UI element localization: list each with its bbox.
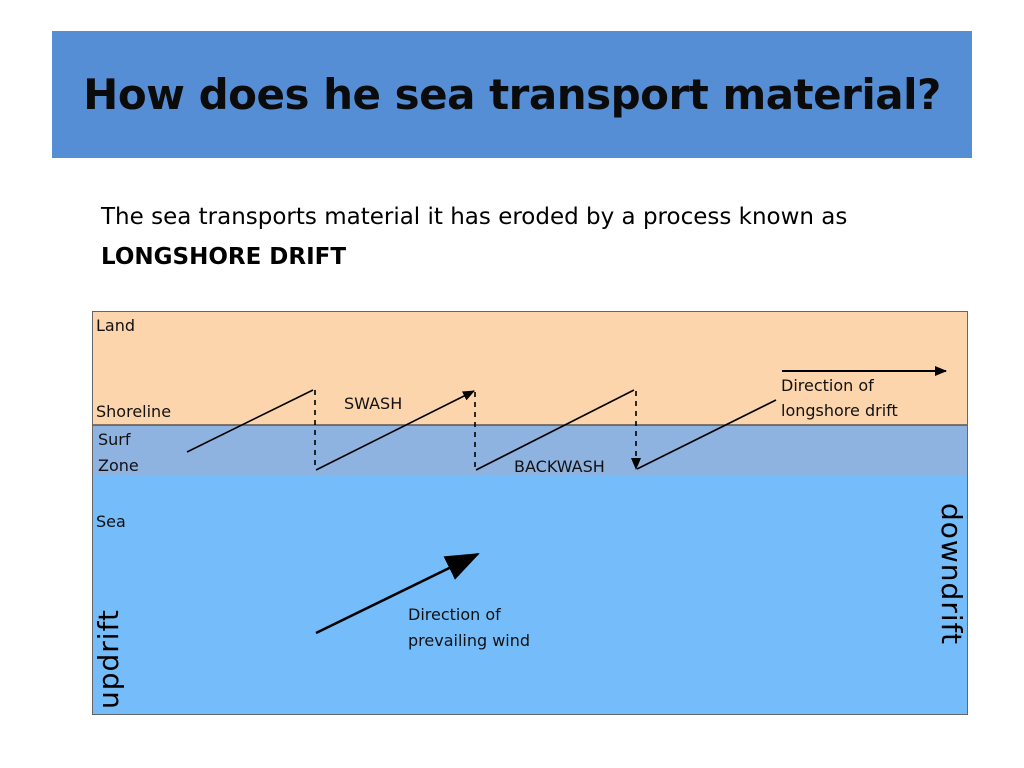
surf-zone (92, 425, 968, 475)
prevailing-wind-arrow (315, 552, 480, 635)
page-title: How does he sea transport material? (83, 70, 941, 119)
label-land: Land (96, 316, 135, 335)
title-bar: How does he sea transport material? (52, 31, 972, 158)
sea-zone (92, 475, 968, 715)
label-backwash: BACKWASH (514, 457, 605, 476)
label-shoreline: Shoreline (96, 402, 171, 421)
label-updrift: updrift (92, 609, 125, 709)
swash-line-2 (315, 390, 475, 471)
diagram-svg: Land Shoreline Surf Zone Sea SWASH BACKW… (92, 311, 968, 715)
diagram-border (92, 311, 968, 715)
label-zone: Zone (98, 456, 139, 475)
label-wind-2: prevailing wind (408, 631, 530, 650)
intro-emphasis: LONGSHORE DRIFT (101, 244, 347, 270)
label-swash: SWASH (344, 394, 402, 413)
label-longshore-2: longshore drift (781, 401, 898, 420)
longshore-drift-diagram: Land Shoreline Surf Zone Sea SWASH BACKW… (92, 311, 968, 715)
label-longshore-1: Direction of (781, 376, 874, 395)
intro-text: The sea transports material it has erode… (101, 204, 848, 230)
swash-line-4 (636, 399, 777, 470)
label-downdrift: downdrift (935, 503, 968, 645)
label-sea: Sea (96, 512, 126, 531)
land-zone (92, 311, 968, 425)
label-wind-1: Direction of (408, 605, 501, 624)
swash-line-1 (186, 389, 314, 453)
label-surf: Surf (98, 430, 131, 449)
swash-line-3 (475, 389, 635, 471)
intro-paragraph: The sea transports material it has erode… (101, 197, 981, 277)
